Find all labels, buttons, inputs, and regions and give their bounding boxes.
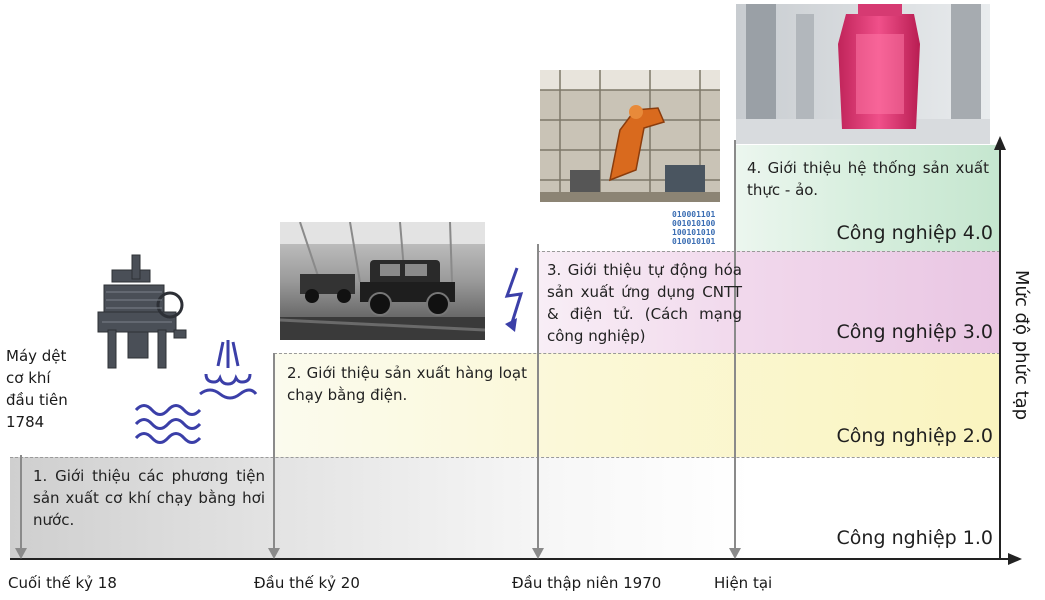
binary-code-line: 010001101 (672, 210, 716, 219)
first-machine-label-line: đầu tiên (6, 391, 68, 409)
timeline-label-1: Cuối thế kỷ 18 (8, 574, 117, 592)
level-4-band (735, 145, 1000, 251)
level-2-top-line (274, 353, 1000, 354)
first-machine-label-line: cơ khí (6, 369, 51, 387)
binary-code-line: 100101010 (672, 228, 716, 237)
level-2-band (274, 353, 1000, 457)
timeline-arrow-4-head (729, 548, 741, 559)
lightning-icon (504, 267, 524, 332)
level-1-description: 1. Giới thiệu các phương tiện sản xuất c… (33, 467, 265, 529)
timeline-arrow-2-head (268, 548, 280, 559)
level-3-label: Công nghiệp 3.0 (836, 321, 993, 343)
timeline-arrow-2 (273, 353, 275, 550)
binary-code-line: 001010100 (672, 219, 716, 228)
car-assembly-photo (280, 222, 485, 340)
timeline-label-4: Hiện tại (714, 574, 773, 592)
level-1-label: Công nghiệp 1.0 (836, 527, 993, 549)
level-3-band (537, 251, 1000, 353)
binary-code-graphic: 010001101 001010100 100101010 010010101 (672, 210, 715, 246)
level-1-top-line (10, 457, 1000, 458)
x-axis-arrow (1008, 553, 1022, 565)
level-3-top-line (537, 251, 1000, 252)
y-axis-title: Mức độ phức tạp (1011, 270, 1032, 421)
first-machine-label-line: Máy dệt (6, 347, 67, 365)
robot-cell-photo (540, 70, 720, 202)
level-4-label: Công nghiệp 4.0 (836, 222, 993, 244)
timeline-arrow-1-head (15, 548, 27, 559)
loom-machine-image (92, 250, 192, 375)
steam-icon (199, 340, 258, 400)
first-machine-label-line: 1784 (6, 413, 45, 431)
level-2-label: Công nghiệp 2.0 (836, 425, 993, 447)
level-1-band (10, 457, 1000, 559)
timeline-arrow-4 (734, 140, 736, 550)
y-axis-arrow (994, 136, 1006, 150)
smart-factory-photo (736, 4, 990, 144)
level-4-description: 4. Giới thiệu hệ thống sản xuất thực - ả… (747, 159, 989, 199)
timeline-label-3: Đầu thập niên 1970 (512, 574, 662, 592)
timeline-arrow-3 (537, 244, 539, 550)
binary-code-line: 010010101 (672, 237, 716, 246)
level-2-description: 2. Giới thiệu sản xuất hàng loạt chạy bằ… (287, 364, 527, 404)
timeline-label-2: Đầu thế kỷ 20 (254, 574, 360, 592)
timeline-arrow-3-head (532, 548, 544, 559)
first-machine-label: Máy dệt cơ khí đầu tiên 1784 (6, 345, 96, 433)
water-wave-icon (134, 404, 202, 444)
level-3-description: 3. Giới thiệu tự động hóa sản xuất ứng d… (547, 261, 742, 345)
timeline-arrow-1 (20, 455, 22, 550)
